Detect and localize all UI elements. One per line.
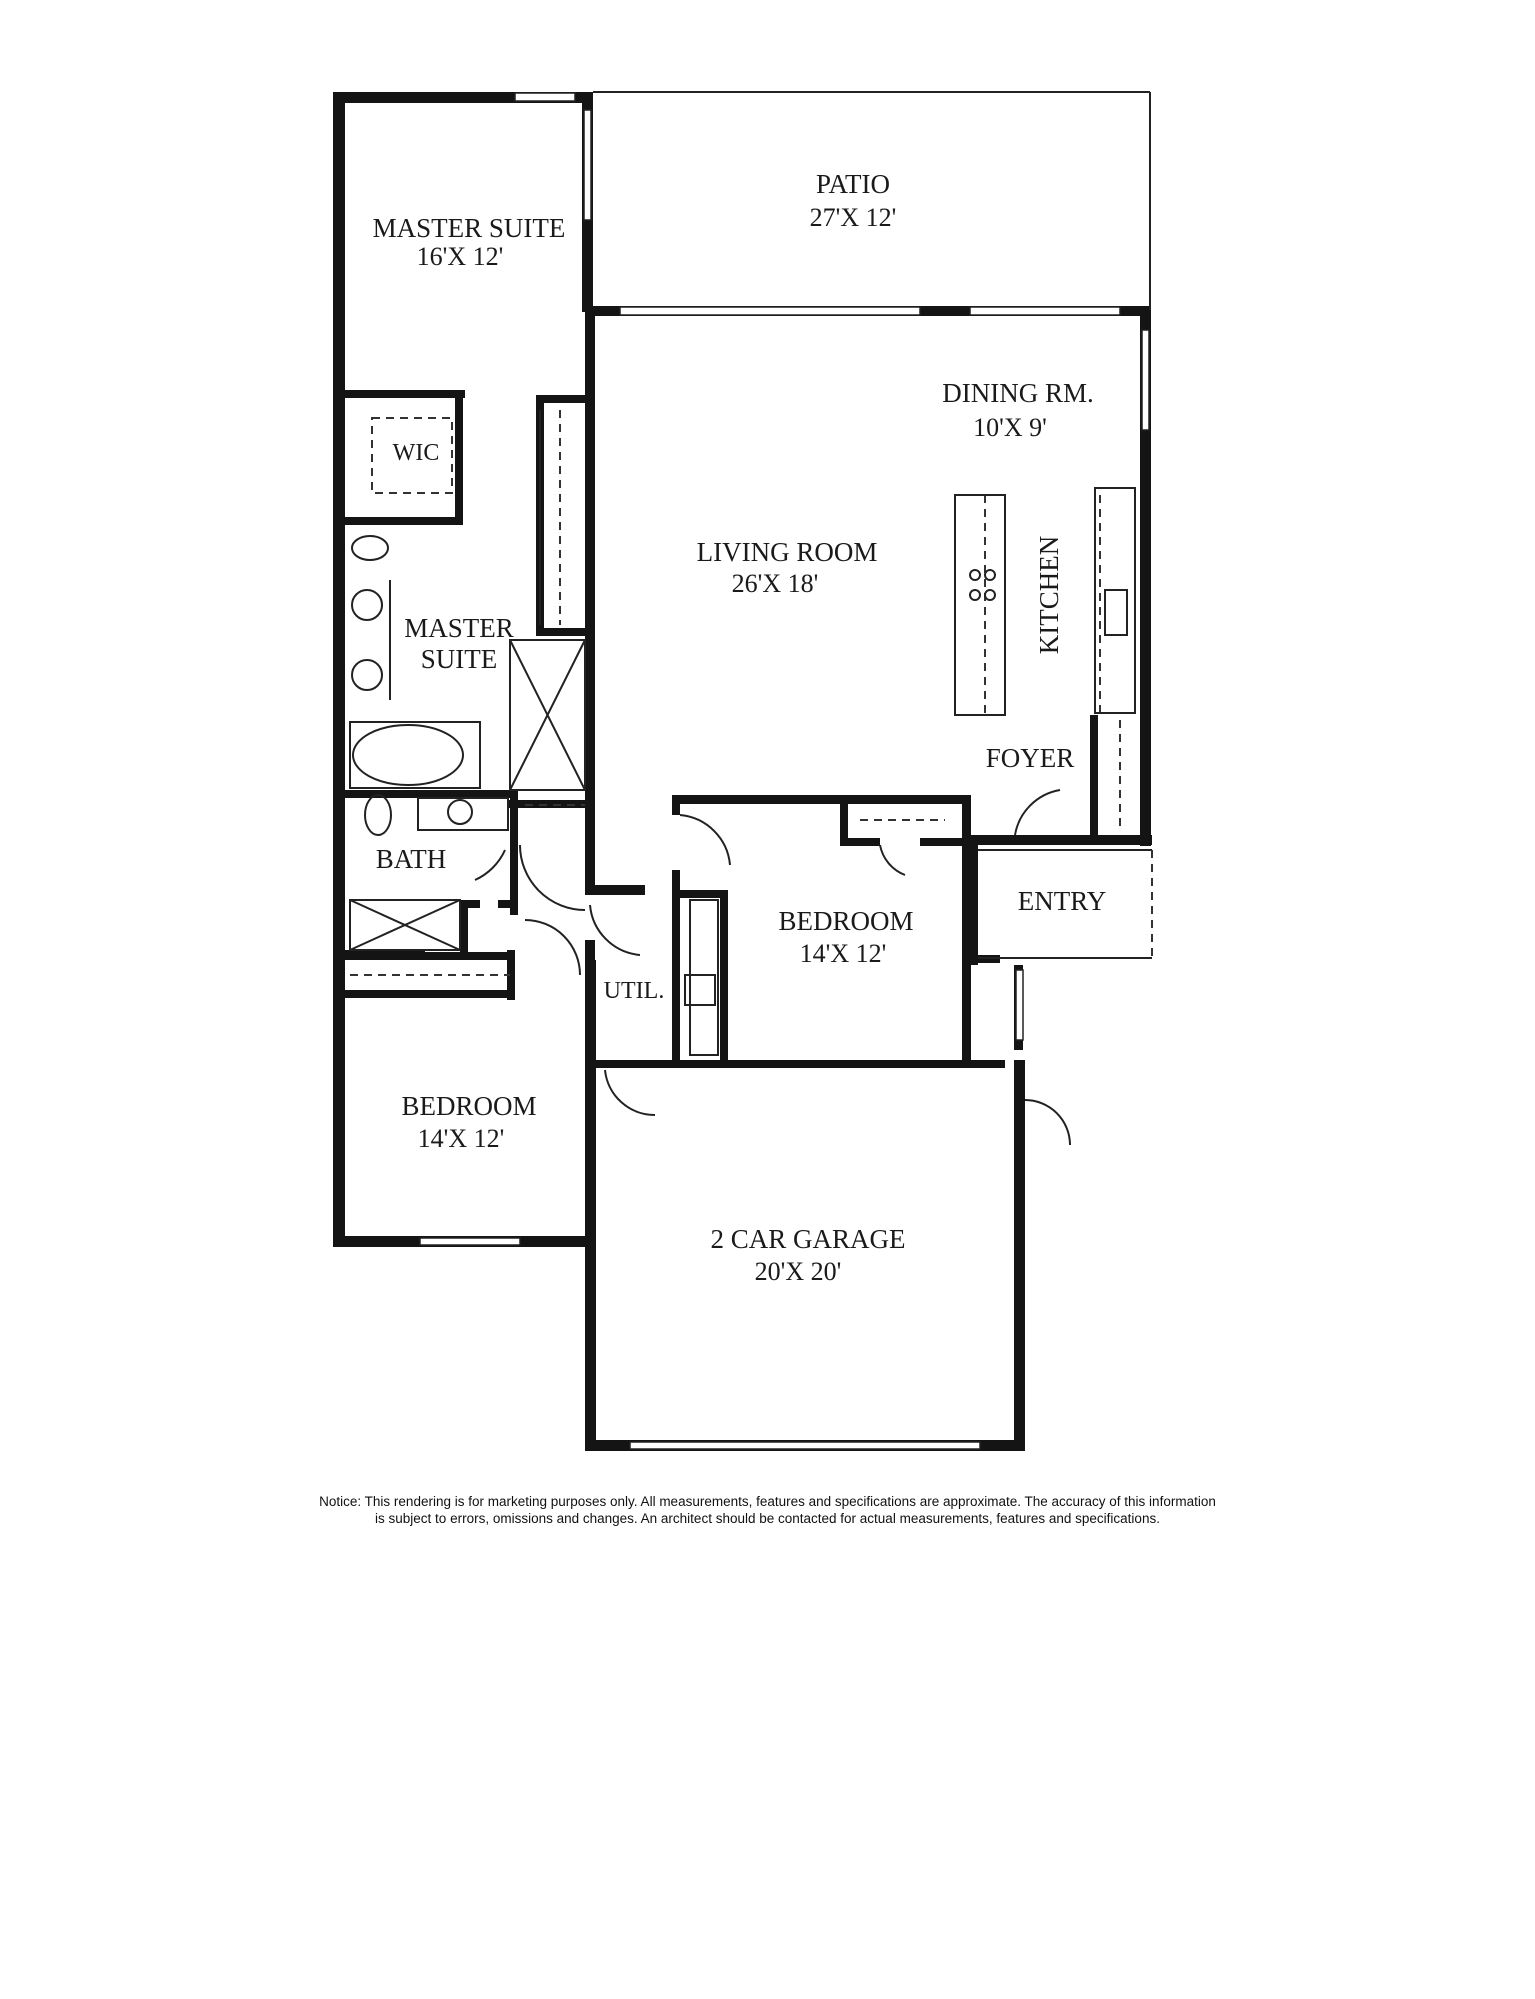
kitchen-label: KITCHEN	[1034, 536, 1064, 654]
garage-label: 2 CAR GARAGE	[710, 1224, 905, 1254]
bedroom-2-label: BEDROOM	[778, 906, 913, 936]
dining-dims: 10'X 9'	[973, 413, 1047, 442]
master-suite-dims: 16'X 12'	[417, 242, 504, 271]
dining-label: DINING RM.	[942, 378, 1094, 408]
patio-dims: 27'X 12'	[810, 203, 897, 232]
bath-fixtures	[349, 535, 586, 951]
master-suite-label: MASTER SUITE	[373, 213, 566, 243]
closets	[350, 410, 1121, 976]
bedroom-3-label: BEDROOM	[401, 1091, 536, 1121]
garage-dims: 20'X 20'	[755, 1257, 842, 1286]
door-swings	[474, 789, 1071, 1146]
notice-line-1: Notice: This rendering is for marketing …	[319, 1494, 1216, 1509]
notice-line-2: is subject to errors, omissions and chan…	[375, 1511, 1160, 1526]
living-room-dims: 26'X 18'	[732, 569, 819, 598]
bedroom-2-dims: 14'X 12'	[800, 939, 887, 968]
bedroom-3-dims: 14'X 12'	[418, 1124, 505, 1153]
master-bath-label-line2: SUITE	[421, 644, 498, 674]
master-bath-label-line1: MASTER	[404, 613, 514, 643]
entry-label: ENTRY	[1018, 886, 1107, 916]
bath-label: BATH	[376, 844, 447, 874]
patio-label: PATIO	[816, 169, 890, 199]
foyer-label: FOYER	[986, 743, 1075, 773]
kitchen-counters	[684, 487, 1136, 1056]
windows	[419, 92, 1150, 1450]
entry-outline	[978, 849, 1153, 959]
patio-outline	[593, 91, 1151, 310]
util-label: UTIL.	[604, 978, 665, 1004]
wic-label: WIC	[393, 440, 440, 466]
living-room-label: LIVING ROOM	[697, 537, 878, 567]
